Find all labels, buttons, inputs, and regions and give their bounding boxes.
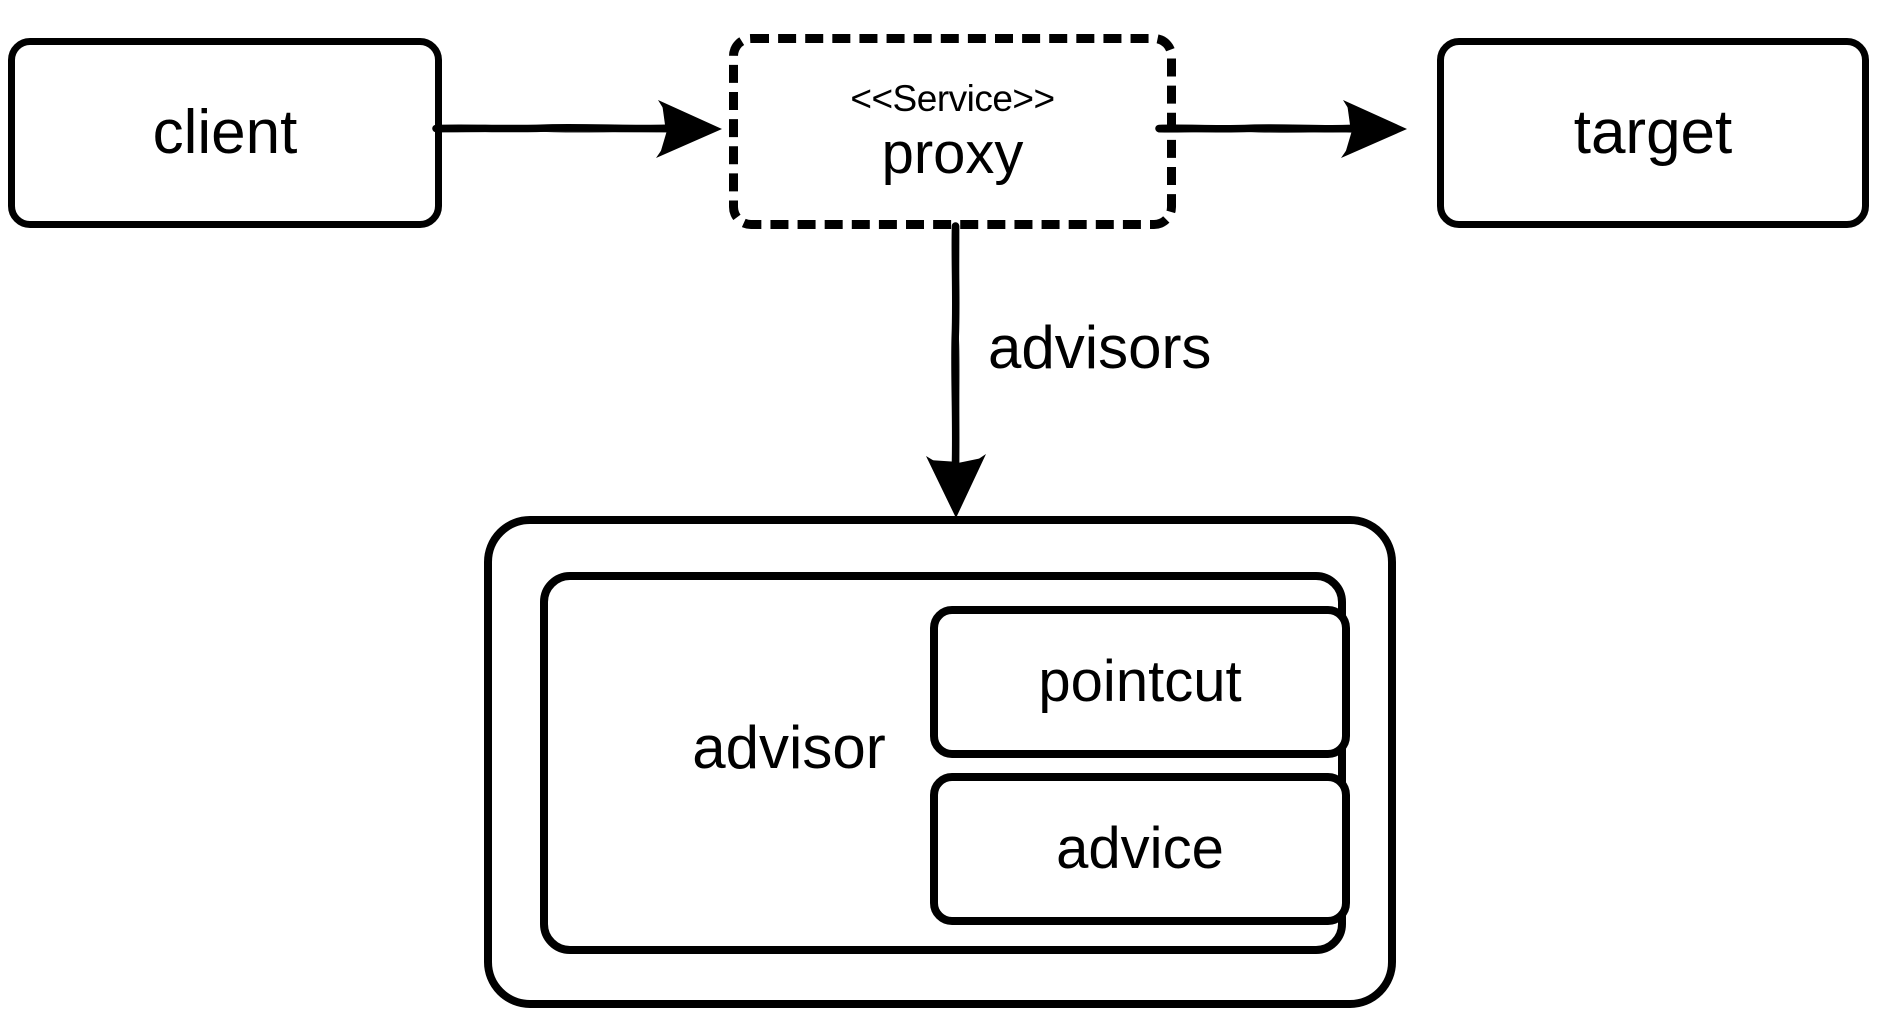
node-pointcut-label: pointcut [1038,649,1242,714]
edge-client-to-proxy [432,100,722,158]
edge-proxy-to-target [1155,100,1407,158]
node-target[interactable]: target [1437,38,1869,228]
node-advice[interactable]: advice [930,773,1350,925]
node-proxy-stereotype: <<Service>> [850,78,1055,120]
node-target-label: target [1573,98,1733,168]
node-proxy-label: proxy [881,120,1024,186]
node-advisor[interactable]: advisor pointcut advice [540,572,1350,954]
node-advisors-collection[interactable]: advisor pointcut advice [484,516,1396,1008]
node-advisor-label: advisor [692,714,886,781]
edge-label-advisors: advisors [988,314,1212,381]
node-proxy[interactable]: <<Service>> proxy [729,34,1176,229]
node-client-label: client [152,98,298,168]
edge-proxy-to-advisors [926,222,986,518]
node-client[interactable]: client [8,38,442,228]
node-pointcut[interactable]: pointcut [930,606,1350,758]
node-advice-label: advice [1056,816,1224,881]
